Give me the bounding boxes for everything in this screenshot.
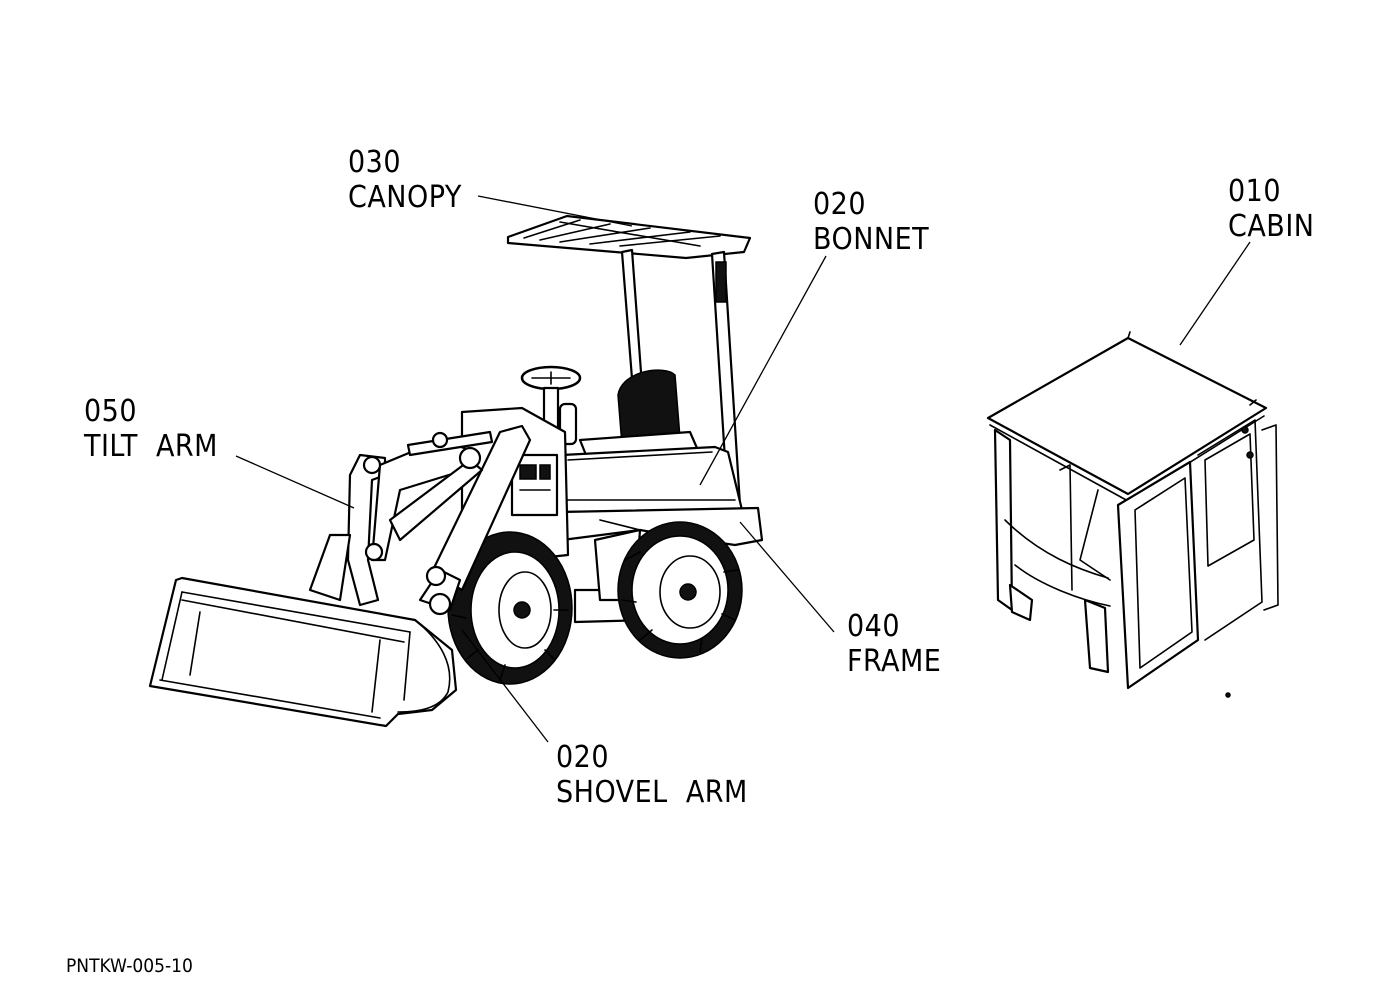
front-wheel-drawing	[447, 531, 573, 685]
shovel-arm-leader	[461, 629, 549, 743]
callout-canopy-name: CANOPY	[348, 180, 462, 215]
callout-bonnet: 020 BONNET	[813, 187, 929, 257]
callout-frame-number: 040	[847, 609, 900, 644]
callout-frame-name: FRAME	[847, 644, 941, 679]
canopy-leader	[477, 195, 633, 227]
bucket-drawing	[148, 576, 458, 728]
cabin-leader	[1179, 241, 1251, 346]
callout-cabin: 010 CABIN	[1228, 174, 1314, 244]
tilt-arm-leader	[235, 455, 355, 509]
callout-bonnet-name: BONNET	[813, 222, 929, 257]
callout-shovel-arm-number: 020	[556, 740, 609, 775]
wheel-loader-illustration	[148, 214, 764, 728]
bonnet-leader	[699, 255, 827, 486]
callout-shovel-arm-name: SHOVEL ARM	[556, 775, 748, 810]
reference-code: PNTKW-005-10	[66, 955, 193, 977]
callout-tilt-arm-name: TILT ARM	[83, 429, 218, 464]
callout-cabin-name: CABIN	[1228, 209, 1314, 244]
callout-cabin-number: 010	[1228, 174, 1281, 209]
leader-lines	[235, 195, 1251, 743]
tilt-arm-drawing	[308, 430, 494, 607]
callout-tilt-arm: 050 TILT ARM	[83, 394, 218, 464]
frame-leader	[739, 521, 835, 633]
callout-canopy-number: 030	[348, 145, 401, 180]
shovel-arm-drawing	[418, 424, 532, 616]
cabin-illustration	[986, 331, 1279, 698]
callout-canopy: 030 CANOPY	[348, 145, 462, 215]
rear-wheel-drawing	[617, 521, 743, 659]
callout-frame: 040 FRAME	[847, 609, 941, 679]
callout-bonnet-number: 020	[813, 187, 866, 222]
callout-tilt-arm-number: 050	[84, 394, 137, 429]
callout-shovel-arm: 020 SHOVEL ARM	[556, 740, 748, 810]
